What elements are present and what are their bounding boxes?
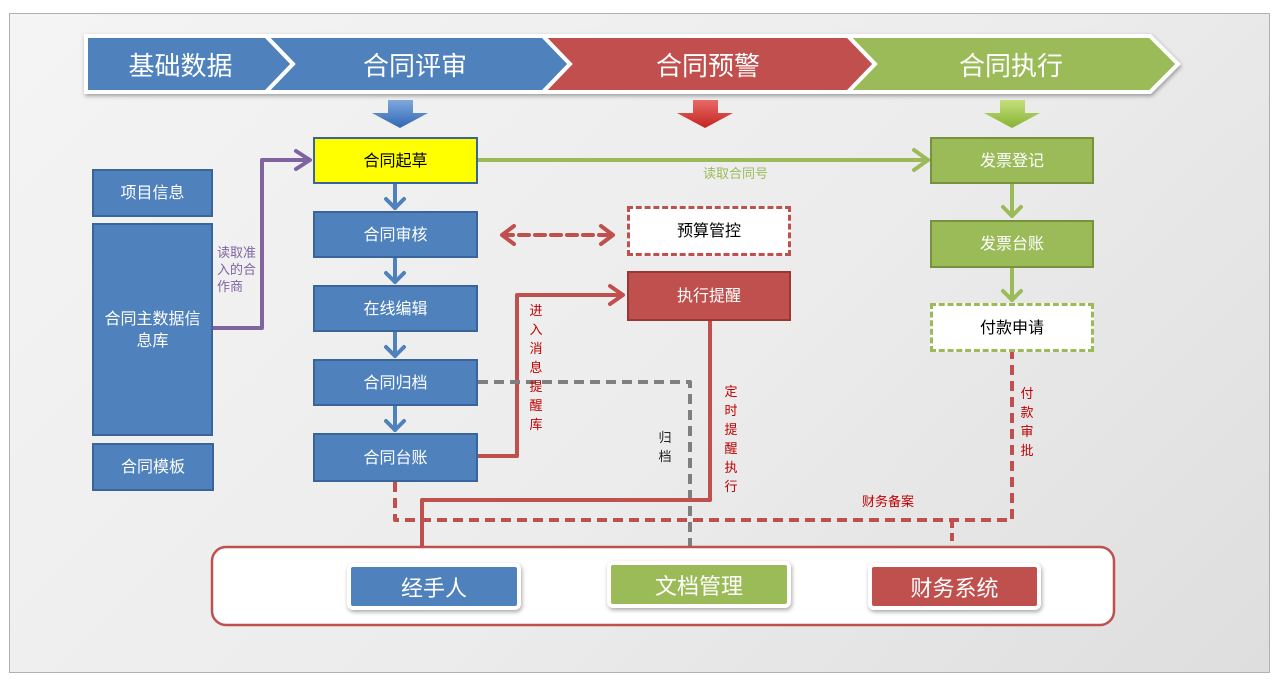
review-flow-arrows	[384, 182, 406, 432]
connector-master-to-draft	[210, 149, 312, 330]
node-online-edit[interactable]: 在线编辑	[313, 285, 478, 332]
blue-down-arrow-icon	[372, 100, 428, 128]
node-execution-reminder[interactable]: 执行提醒	[627, 271, 791, 321]
annotation-read-partner: 读取准入的合作商	[217, 246, 257, 295]
node-payment-request[interactable]: 付款申请	[930, 303, 1094, 352]
annotation-payment-approval: 付款审批	[1020, 387, 1034, 459]
annotation-finance-filing: 财务备案	[862, 495, 915, 510]
annotation-archive: 归档	[658, 431, 672, 465]
system-doc-management[interactable]: 文档管理	[607, 561, 791, 608]
connector-archive-to-docs	[478, 380, 700, 560]
node-contract-ledger[interactable]: 合同台账	[313, 433, 478, 482]
execution-flow-arrows	[1001, 182, 1023, 302]
connector-audit-budget	[500, 224, 615, 246]
stage-contract-warning[interactable]: 合同预警	[655, 51, 760, 82]
node-invoice-ledger[interactable]: 发票台账	[930, 220, 1094, 268]
node-project-info[interactable]: 项目信息	[92, 169, 213, 217]
connector-ledger-to-reminder	[476, 284, 625, 458]
system-handler[interactable]: 经手人	[347, 563, 521, 610]
node-contract-draft[interactable]: 合同起草	[313, 137, 478, 184]
annotation-timed-reminder: 定时提醒执行	[724, 385, 738, 495]
system-finance[interactable]: 财务系统	[868, 563, 1041, 610]
node-contract-archive[interactable]: 合同归档	[313, 359, 478, 406]
node-master-data[interactable]: 合同主数据信息库	[92, 223, 213, 436]
green-down-arrow-icon	[984, 100, 1040, 128]
red-down-arrow-icon	[677, 100, 733, 128]
node-budget-control[interactable]: 预算管控	[627, 206, 791, 256]
connector-draft-to-invoice	[476, 148, 930, 172]
node-contract-audit[interactable]: 合同审核	[313, 211, 478, 258]
stage-contract-review[interactable]: 合同评审	[362, 51, 467, 82]
stage-basic-data[interactable]: 基础数据	[128, 51, 233, 82]
stage-chevron-execution	[843, 34, 1181, 94]
annotation-enter-message-lib: 进入消息提醒库	[529, 304, 543, 433]
annotation-read-contract-no: 读取合同号	[703, 167, 769, 182]
stage-contract-execution[interactable]: 合同执行	[958, 51, 1063, 82]
node-invoice-register[interactable]: 发票登记	[930, 137, 1094, 184]
node-contract-template[interactable]: 合同模板	[92, 443, 214, 491]
